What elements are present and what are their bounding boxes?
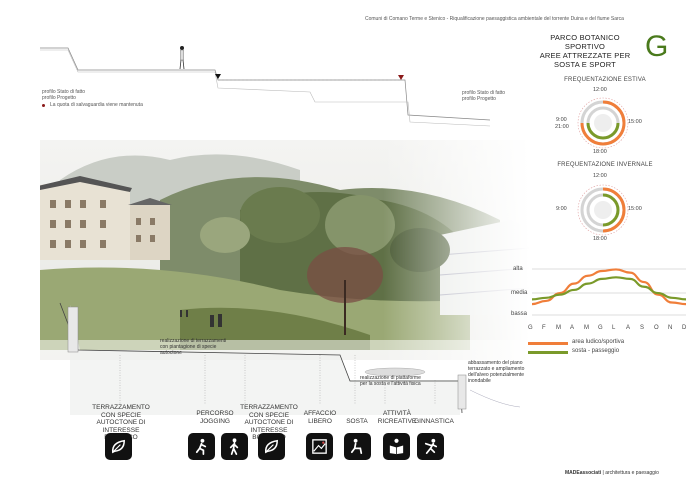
section-letter: G bbox=[645, 30, 669, 63]
top-section-profile bbox=[40, 46, 490, 127]
y-level-alta: alta bbox=[513, 266, 523, 272]
jogging-icon bbox=[188, 433, 215, 460]
summer-arc-sosta bbox=[586, 122, 620, 140]
person-figure-icon bbox=[179, 46, 185, 70]
project-subtitle: Comuni di Comano Terme e Stenico - Riqua… bbox=[365, 16, 624, 22]
summer-time-9: 9:00 bbox=[556, 117, 567, 123]
walking-icon bbox=[221, 433, 248, 460]
winter-time-18: 18:00 bbox=[593, 236, 607, 242]
view-icon bbox=[306, 433, 333, 460]
winter-time-12: 12:00 bbox=[593, 173, 607, 179]
level-marker-icon bbox=[215, 74, 221, 79]
retaining-wall-left bbox=[67, 306, 79, 353]
exercise-icon bbox=[417, 433, 444, 460]
footer-studio-name: MADEassociati bbox=[565, 470, 602, 476]
month-label: O bbox=[654, 325, 659, 331]
bottom-section-profile bbox=[59, 302, 520, 415]
month-label: M bbox=[584, 325, 589, 331]
page-title: PARCO BOTANICO SPORTIVO AREE ATTREZZATE … bbox=[530, 33, 640, 69]
month-label: F bbox=[542, 325, 546, 331]
winter-time-9: 9:00 bbox=[556, 206, 567, 212]
reading-icon bbox=[383, 433, 410, 460]
month-label: G bbox=[528, 325, 533, 331]
legend-ludico-swatch bbox=[528, 342, 568, 345]
existing-profile-line bbox=[40, 47, 490, 121]
winter-frequency-clock bbox=[577, 184, 629, 236]
platform bbox=[364, 367, 426, 377]
month-label: G bbox=[598, 325, 603, 331]
series-line-sosta bbox=[531, 276, 687, 301]
month-label: M bbox=[556, 325, 561, 331]
summer-time-12: 12:00 bbox=[593, 87, 607, 93]
title-line-3: SOSTA E SPORT bbox=[554, 60, 616, 69]
leaf-icon bbox=[105, 433, 132, 460]
level-marker-red-icon bbox=[398, 75, 404, 80]
month-label: S bbox=[640, 325, 645, 331]
feature-label-jogging: PERCORSO JOGGING bbox=[196, 410, 234, 425]
month-label: D bbox=[682, 325, 687, 331]
legend-project-left: profilo Progetto bbox=[42, 95, 76, 101]
annotation-terraces: realizzazione di terrazzamenti con piant… bbox=[160, 338, 227, 356]
summer-frequency-clock bbox=[577, 97, 629, 149]
winter-time-15: 15:00 bbox=[628, 206, 642, 212]
sitting-icon bbox=[344, 433, 371, 460]
legend-project-right: profilo Progetto bbox=[462, 96, 496, 102]
month-label: N bbox=[668, 325, 673, 331]
summer-time-15: 15:00 bbox=[628, 119, 642, 125]
summer-time-21: 21:00 bbox=[555, 124, 569, 130]
feature-label-recreation: ATTIVITÀ RICREATIVE bbox=[377, 410, 417, 425]
y-level-bassa: bassa bbox=[511, 311, 528, 317]
retaining-wall-right bbox=[457, 374, 467, 410]
title-line-2: AREE ATTREZZATE PER bbox=[539, 51, 631, 60]
summer-time-18: 18:00 bbox=[593, 149, 607, 155]
footer-studio-rest: | architettura e paesaggio bbox=[601, 470, 659, 476]
footer-studio: MADEassociati | architettura e paesaggio bbox=[565, 470, 659, 476]
project-profile-line bbox=[40, 49, 490, 127]
month-label: L bbox=[612, 325, 616, 331]
landscape-rendering bbox=[40, 140, 530, 360]
annotation-lowering: abbassamento del piano terrazzato e ampl… bbox=[468, 360, 525, 384]
winter-arc-sosta bbox=[602, 193, 620, 227]
month-label: A bbox=[626, 325, 631, 331]
y-level-media: media bbox=[511, 290, 528, 296]
title-line-1: PARCO BOTANICO SPORTIVO bbox=[550, 33, 620, 51]
winter-arc-ludico bbox=[602, 187, 626, 233]
feature-label-view: AFFACCIO LIBERO bbox=[303, 410, 337, 425]
month-label: A bbox=[570, 325, 575, 331]
safeguard-note: La quota di salvaguardia viene mantenuta bbox=[50, 102, 143, 108]
feature-label-rest: SOSTA bbox=[346, 418, 368, 425]
seasonal-usage-chart bbox=[531, 268, 687, 316]
leaf-icon bbox=[258, 433, 285, 460]
series-line-ludico bbox=[531, 268, 687, 306]
legend-sosta-swatch bbox=[528, 351, 568, 354]
summer-arc-ludico bbox=[580, 100, 626, 146]
bullet-icon bbox=[42, 104, 45, 107]
legend-sosta-label: sosta - passeggio bbox=[572, 348, 620, 354]
legend-existing-left: profilo Stato di fatto bbox=[42, 89, 86, 95]
feature-label-gymnastics: GINNASTICA bbox=[414, 418, 454, 425]
winter-frequency-title: FREQUENTAZIONE INVERNALE bbox=[557, 162, 653, 168]
legend-ludico-label: area ludico/sportiva bbox=[572, 339, 625, 345]
summer-frequency-title: FREQUENTAZIONE ESTIVA bbox=[564, 77, 646, 83]
legend-existing-right: profilo Stato di fatto bbox=[462, 90, 506, 96]
annotation-platforms: realizzazione di piattaforme per la sost… bbox=[360, 375, 421, 387]
